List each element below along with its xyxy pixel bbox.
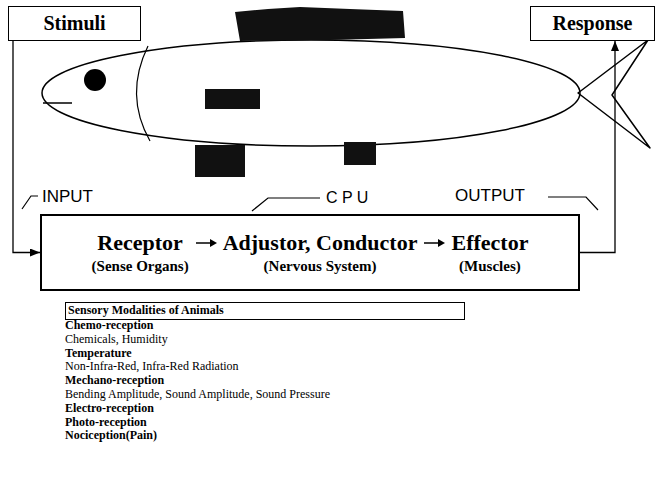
box-content: Sensory Modalities of Animals bbox=[68, 304, 224, 318]
cpu-leader-line bbox=[252, 198, 320, 211]
dorsal-fin bbox=[235, 7, 405, 41]
modality-label: Electro-reception bbox=[65, 402, 154, 415]
arrow-shaft bbox=[424, 242, 439, 244]
pectoral-fin bbox=[205, 89, 260, 109]
modality-label: Bending Amplitude, Sound Amplitude, Soun… bbox=[65, 388, 330, 401]
component-label: Adjustor, Conductor bbox=[223, 230, 418, 255]
fish-body bbox=[42, 40, 580, 146]
process-box: Receptor Adjustor, Conductor Effector (Sens… bbox=[40, 214, 580, 291]
io-label: OUTPUT bbox=[455, 187, 525, 206]
function-label: (Muscles) bbox=[459, 258, 521, 275]
modality-label: Photo-reception bbox=[65, 416, 147, 429]
modality-label: Nociception(Pain) bbox=[65, 429, 157, 442]
flow-connector bbox=[580, 41, 615, 253]
modality-label: Chemicals, Humidity bbox=[65, 333, 168, 346]
fish-eye bbox=[84, 69, 106, 91]
arrow-shaft bbox=[196, 242, 211, 244]
flow-arrow-symbol bbox=[421, 237, 447, 249]
box-content: Response bbox=[552, 12, 632, 35]
function-label: (Nervous System) bbox=[264, 258, 377, 275]
input-bracket bbox=[22, 196, 38, 209]
box-label: Sensory Modalities of Animals bbox=[68, 304, 224, 318]
stimuli-box: Stimuli bbox=[8, 6, 141, 41]
fish-mouth bbox=[43, 102, 72, 104]
modality-label: Temperature bbox=[65, 347, 132, 360]
component-label: Receptor bbox=[97, 230, 183, 255]
fish-tail bbox=[578, 40, 650, 148]
cpu-label: C P U bbox=[326, 189, 368, 207]
modality-label: Chemo-reception bbox=[65, 319, 153, 332]
response-box: Response bbox=[530, 6, 655, 41]
flow-connector bbox=[13, 41, 40, 253]
function-label: (Sense Organs) bbox=[92, 258, 189, 275]
output-bracket bbox=[548, 197, 598, 210]
flow-arrow-symbol bbox=[193, 237, 219, 249]
arrow-head bbox=[210, 239, 217, 247]
arrow-head bbox=[438, 239, 445, 247]
heading-box: Sensory Modalities of Animals bbox=[65, 302, 465, 320]
box-label: Response bbox=[552, 12, 632, 35]
box-label: Stimuli bbox=[43, 12, 105, 35]
anal-fin bbox=[344, 142, 376, 165]
modality-label: Mechano-reception bbox=[65, 374, 164, 387]
fish-gill bbox=[136, 46, 150, 141]
io-label: INPUT bbox=[42, 188, 93, 207]
component-label: Effector bbox=[451, 230, 528, 255]
box-content: Stimuli bbox=[43, 12, 105, 35]
modality-label: Non-Infra-Red, Infra-Red Radiation bbox=[65, 360, 239, 373]
box-content: Receptor Adjustor, Conductor Effector (Sens… bbox=[92, 230, 529, 275]
pelvic-fin bbox=[195, 145, 245, 177]
